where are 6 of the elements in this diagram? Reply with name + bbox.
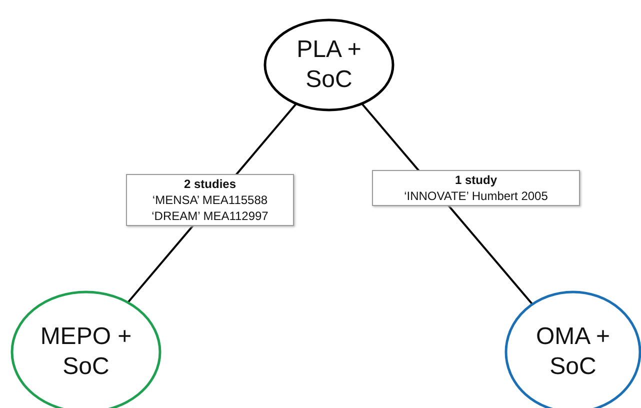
treatment-label: MEPO + SoC bbox=[39, 322, 133, 382]
treatment-ellipse bbox=[263, 18, 395, 112]
edge-label: 2 studies ‘MENSA’ MEA115588 ‘DREAM’ MEA112997 bbox=[126, 174, 294, 226]
treatment-label: OMA + SoC bbox=[534, 322, 612, 382]
edge-label: 1 study ‘INNOVATE’ Humbert 2005 bbox=[372, 170, 580, 206]
treatment-label: PLA + SoC bbox=[296, 35, 362, 95]
